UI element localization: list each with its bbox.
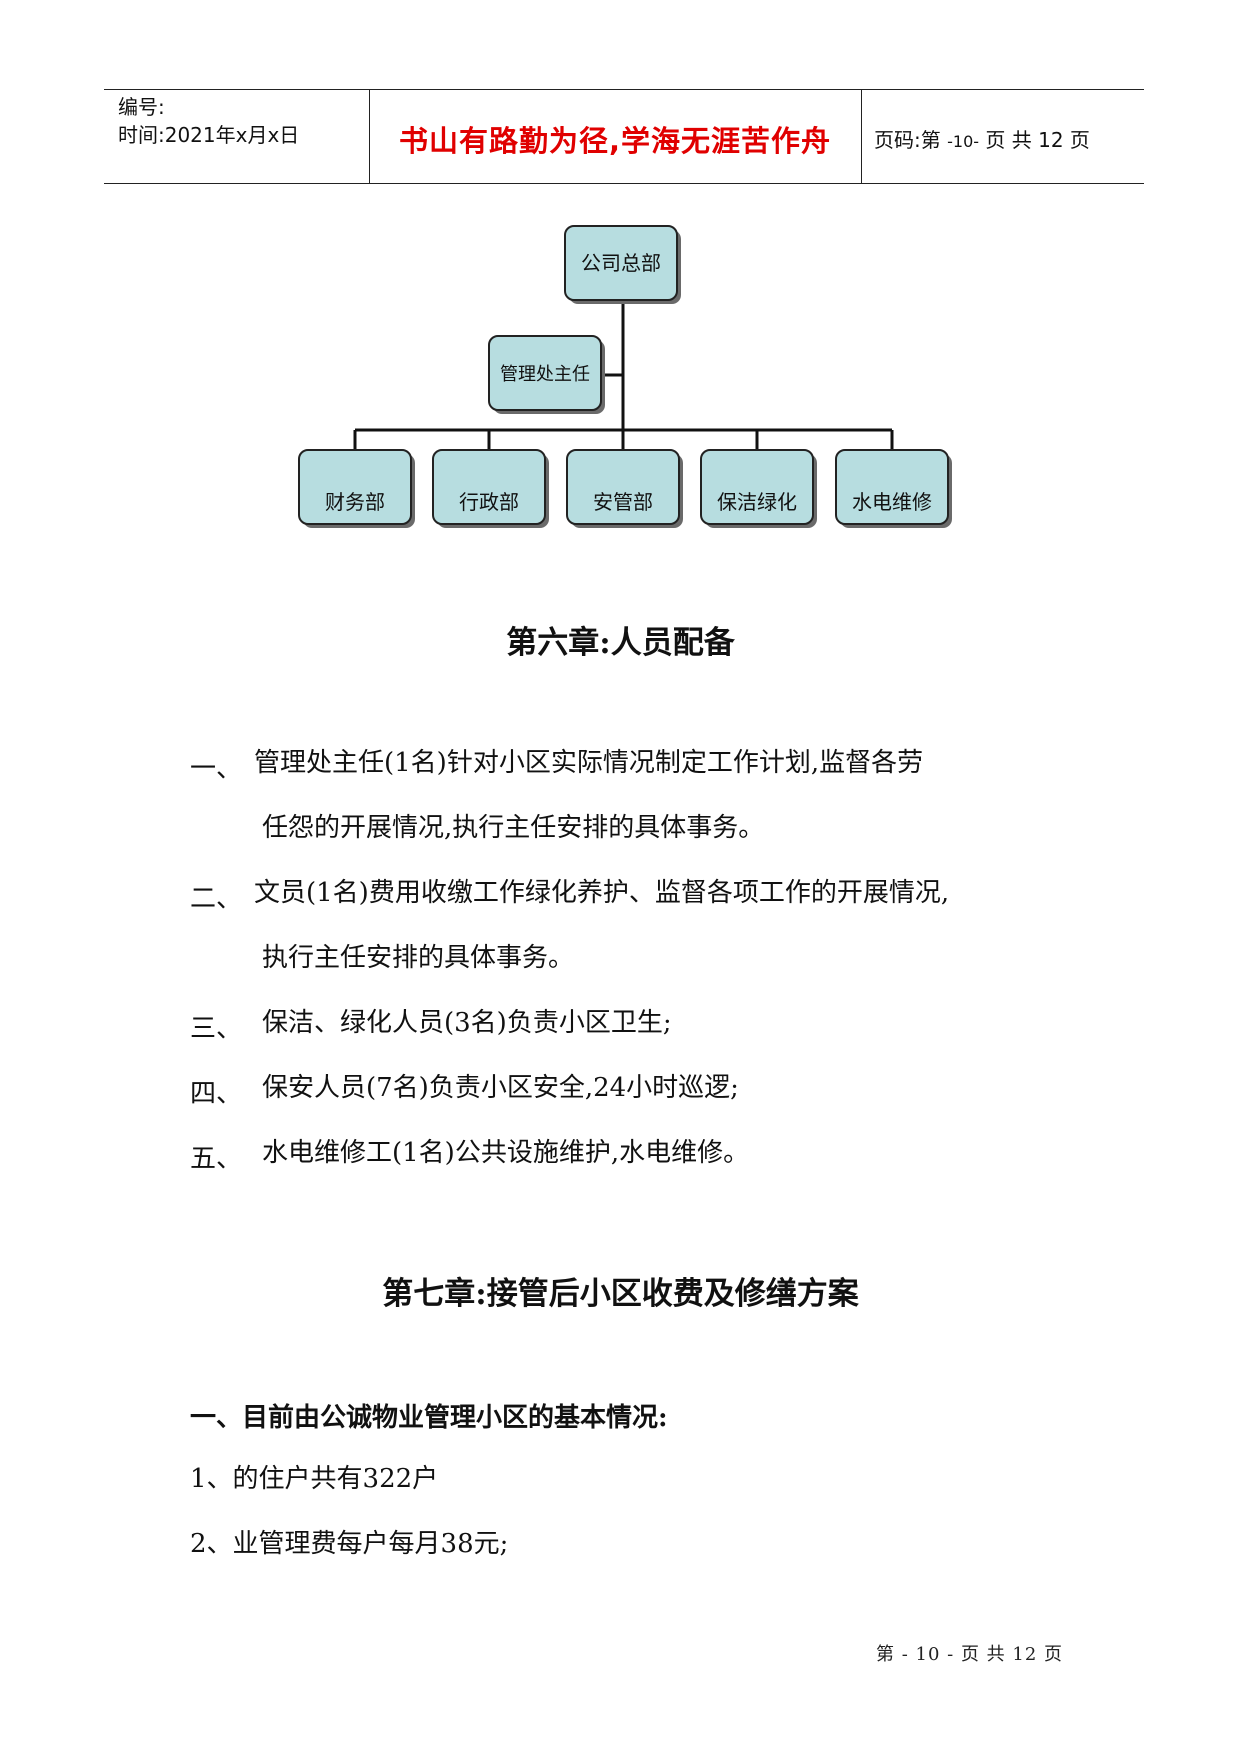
list-item-line: 任怨的开展情况,执行主任安排的具体事务。 [262, 813, 765, 843]
list-item-line: 文员(1名)费用收缴工作绿化养护、监督各项工作的开展情况, [254, 878, 950, 908]
org-node-dept-4: 保洁绿化 [700, 449, 817, 528]
header-meta: 编号: 时间:2021年x月x日 [118, 93, 299, 149]
list-item-line: 保洁、绿化人员(3名)负责小区卫生; [262, 1008, 672, 1038]
page-mid: 页 共 [985, 128, 1032, 152]
header-divider-right [861, 89, 862, 183]
org-node-assistant: 管理处主任 [488, 335, 605, 414]
header-bottom-rule [104, 183, 1144, 184]
org-node-dept-2: 行政部 [432, 449, 549, 528]
org-dept-label: 安管部 [593, 490, 653, 514]
list-item-number: 二、 [190, 884, 243, 914]
list-item: 1、的住户共有322户 [190, 1464, 439, 1494]
chapter7-section-heading: 一、目前由公诚物业管理小区的基本情况: [190, 1403, 668, 1433]
header-top-rule [104, 89, 1144, 90]
page-prefix: 页码:第 [874, 128, 941, 152]
chapter7-title: 第七章:接管后小区收费及修缮方案 [382, 1276, 859, 1312]
org-node-dept-3: 安管部 [566, 449, 683, 528]
page-suffix: 页 [1069, 128, 1090, 152]
list-item-line: 保安人员(7名)负责小区安全,24小时巡逻; [262, 1073, 739, 1103]
org-dept-label: 行政部 [459, 490, 519, 514]
org-dept-label: 水电维修 [852, 490, 932, 514]
org-assistant-label: 管理处主任 [500, 364, 590, 385]
org-node-dept-5: 水电维修 [835, 449, 952, 528]
list-item-number: 一、 [190, 754, 243, 784]
time-label: 时间:2021年x月x日 [118, 123, 300, 147]
header-page-number: 页码:第 -10- 页 共 12 页 [874, 124, 1090, 153]
org-node-root: 公司总部 [564, 225, 681, 304]
page-current: -10- [947, 132, 980, 151]
list-item-line: 执行主任安排的具体事务。 [262, 943, 575, 973]
org-node-dept-1: 财务部 [298, 449, 415, 528]
list-item-number: 五、 [190, 1144, 243, 1174]
list-item-line: 水电维修工(1名)公共设施维护,水电维修。 [262, 1138, 750, 1168]
list-item-line: 管理处主任(1名)针对小区实际情况制定工作计划,监督各劳 [254, 748, 924, 778]
chapter6-title: 第六章:人员配备 [506, 625, 735, 661]
header-divider-left [369, 89, 370, 183]
org-root-label: 公司总部 [581, 251, 661, 275]
serial-label: 编号: [118, 95, 165, 119]
org-chart: 公司总部 管理处主任 财务部 行政部 安管部 保洁绿化 水电维修 [298, 225, 952, 528]
list-item-number: 三、 [190, 1014, 243, 1044]
header-motto: 书山有路勤为径,学海无涯苦作舟 [398, 124, 832, 158]
footer-page-number: 第 - 10 - 页 共 12 页 [876, 1644, 1064, 1665]
list-item: 2、业管理费每户每月38元; [190, 1529, 509, 1559]
org-dept-label: 财务部 [325, 490, 385, 514]
page-total: 12 [1038, 128, 1064, 152]
org-dept-label: 保洁绿化 [717, 490, 797, 514]
list-item-number: 四、 [190, 1079, 243, 1109]
